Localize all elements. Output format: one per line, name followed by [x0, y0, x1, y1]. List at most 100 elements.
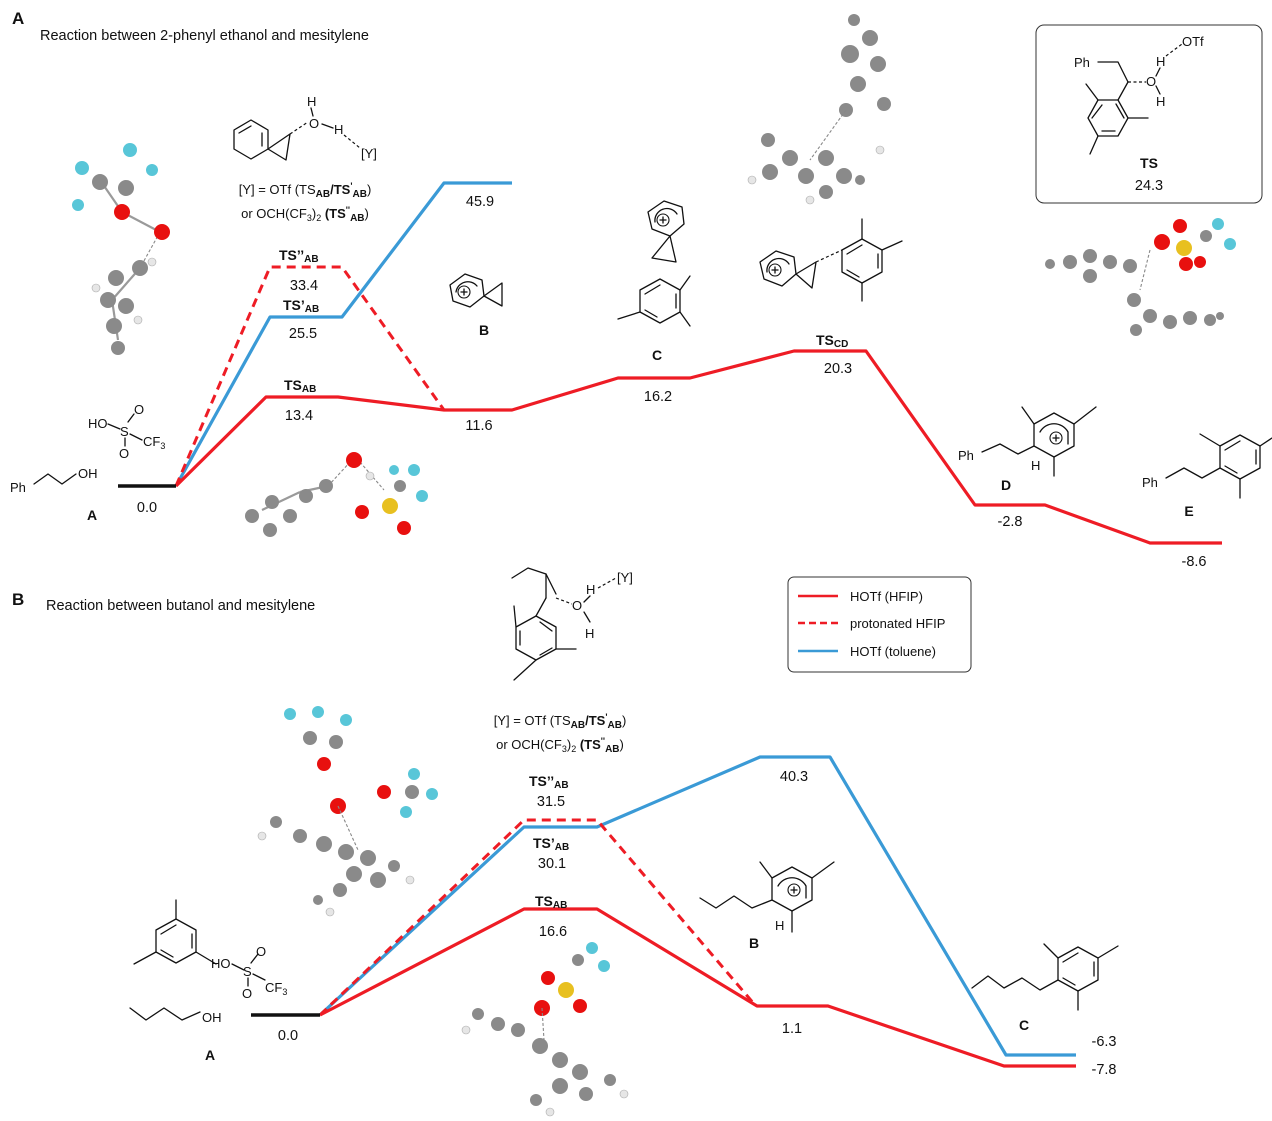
b-structure-butanol: OH — [129, 1007, 222, 1025]
a-structure-triflic-acid: HO S O O CF3 — [88, 402, 165, 461]
b-path-hotf-toluene — [318, 755, 1076, 1057]
a-y-note-1: [Y] = OTf (TSAB/TS'AB) — [239, 181, 372, 200]
legend-label-hotf-toluene: HOTf (toluene) — [850, 644, 936, 659]
a-energy-TS1AB: 25.5 — [289, 326, 317, 342]
svg-text:H: H — [775, 918, 784, 933]
b-structure-ts: O H [Y] H — [511, 567, 633, 681]
panel-b-labels: A TSAB TS’AB TS’’AB B C — [205, 773, 1029, 1063]
svg-text:H: H — [585, 626, 594, 641]
a-label-TSCD: TSCD — [816, 332, 848, 350]
svg-text:[Y]: [Y] — [617, 570, 633, 585]
a-structure-TSCD — [759, 218, 903, 302]
panel-a-energies: 0.0 13.4 25.5 33.4 45.9 11.6 16.2 20.3 -… — [137, 194, 1207, 570]
a-structure-C — [617, 200, 691, 327]
svg-text:O: O — [256, 944, 266, 959]
a-energy-TStol: 45.9 — [466, 194, 494, 210]
a-structure-D: Ph H — [958, 406, 1097, 477]
svg-text:H: H — [1156, 94, 1165, 109]
svg-text:HO: HO — [211, 956, 231, 971]
b-label-A: A — [205, 1047, 215, 1063]
panel-a-pathways — [118, 181, 1222, 545]
panel-a-letter: A — [12, 9, 24, 28]
b-path-protonated-hfip — [318, 818, 757, 1017]
a-label-A: A — [87, 507, 97, 523]
b-energy-TStol: 40.3 — [780, 769, 808, 785]
svg-text:CF3: CF3 — [265, 980, 287, 997]
b-y-note-2: or OCH(CF3)2 (TS''AB) — [496, 736, 624, 755]
svg-text:H: H — [1031, 458, 1040, 473]
a-ts-box: Ph O H OTf H TS 24.3 — [1035, 24, 1263, 204]
a-energy-TSCD: 20.3 — [824, 361, 852, 377]
b-energy-TS2AB: 31.5 — [537, 794, 565, 810]
a-structure-ts-spiro: H O H [Y] — [233, 94, 377, 161]
a-structure-B — [449, 273, 503, 308]
a-label-TS1AB: TS’AB — [283, 297, 319, 315]
a-label-B: B — [479, 322, 489, 338]
panel-b-energies: 0.0 16.6 30.1 31.5 40.3 1.1 -6.3 -7.8 — [278, 769, 1117, 1078]
svg-text:OH: OH — [202, 1010, 222, 1025]
a-label-D: D — [1001, 477, 1011, 493]
svg-text:O: O — [572, 598, 582, 613]
a-label-C: C — [652, 347, 662, 363]
svg-text:CF3: CF3 — [143, 434, 165, 451]
a-energy-D: -2.8 — [998, 514, 1023, 530]
svg-text:O: O — [134, 402, 144, 417]
svg-text:S: S — [243, 964, 252, 979]
a-structure-E: Ph — [1142, 433, 1272, 499]
svg-text:HO: HO — [88, 416, 108, 431]
a-path-protonated-hfip — [174, 265, 446, 487]
b-3d-model-ts-otf — [461, 942, 629, 1117]
a-ts-box-frame — [1035, 24, 1263, 204]
a-y-note-2: or OCH(CF3)2 (TS''AB) — [241, 205, 369, 224]
a-label-TS2AB: TS’’AB — [279, 247, 319, 265]
b-label-B: B — [749, 935, 759, 951]
a-label-TSAB: TSAB — [284, 377, 316, 395]
svg-text:H: H — [1156, 54, 1165, 69]
svg-text:S: S — [120, 424, 129, 439]
a-energy-C: 16.2 — [644, 389, 672, 405]
b-path-hotf-hfip — [319, 907, 1076, 1068]
svg-text:O: O — [309, 116, 319, 131]
b-y-note-1: [Y] = OTf (TSAB/TS'AB) — [494, 712, 627, 731]
b-structure-triflic-acid: HO S O O CF3 — [211, 944, 287, 1001]
svg-text:H: H — [586, 582, 595, 597]
svg-text:OH: OH — [78, 466, 98, 481]
legend-label-hotf-hfip: HOTf (HFIP) — [850, 589, 923, 604]
b-energy-TS1AB: 30.1 — [538, 856, 566, 872]
panel-b-letter: B — [12, 590, 24, 609]
svg-text:24.3: 24.3 — [1135, 178, 1163, 194]
b-3d-model-ts-hfip — [257, 706, 438, 917]
svg-text:O: O — [242, 986, 252, 1001]
b-energy-C-hfip: -7.8 — [1092, 1062, 1117, 1078]
svg-text:TS: TS — [1140, 155, 1158, 171]
legend-label-protonated-hfip: protonated HFIP — [850, 616, 945, 631]
b-structure-C — [971, 943, 1119, 1011]
a-3d-model-ts-toluene — [747, 14, 891, 205]
b-label-TSAB: TSAB — [535, 893, 567, 911]
a-3d-model-ts-box — [1045, 218, 1236, 336]
svg-text:Ph: Ph — [10, 480, 26, 495]
b-energy-C-toluene: -6.3 — [1092, 1034, 1117, 1050]
a-path-hotf-hfip — [174, 349, 1222, 545]
svg-text:Ph: Ph — [1074, 55, 1090, 70]
a-energy-TS2AB: 33.4 — [290, 278, 318, 294]
svg-text:O: O — [119, 446, 129, 461]
b-structure-B: H — [699, 861, 835, 933]
b-structure-mesitylene — [133, 899, 217, 965]
b-energy-A: 0.0 — [278, 1028, 298, 1044]
a-energy-A: 0.0 — [137, 500, 157, 516]
a-energy-TSAB: 13.4 — [285, 408, 313, 424]
svg-text:H: H — [334, 122, 343, 137]
a-energy-B: 11.6 — [465, 418, 492, 434]
a-3d-model-ts-otf — [245, 452, 428, 537]
a-path-hotf-toluene — [174, 181, 512, 487]
svg-text:OTf: OTf — [1182, 34, 1204, 49]
panel-b-title: Reaction between butanol and mesitylene — [46, 598, 315, 614]
svg-text:Ph: Ph — [958, 448, 974, 463]
a-label-E: E — [1184, 503, 1193, 519]
b-energy-B: 1.1 — [782, 1021, 802, 1037]
svg-text:O: O — [1146, 74, 1156, 89]
panel-a-title: Reaction between 2-phenyl ethanol and me… — [40, 28, 369, 44]
svg-text:[Y]: [Y] — [361, 146, 377, 161]
a-3d-model-ts-hfip — [72, 143, 170, 355]
